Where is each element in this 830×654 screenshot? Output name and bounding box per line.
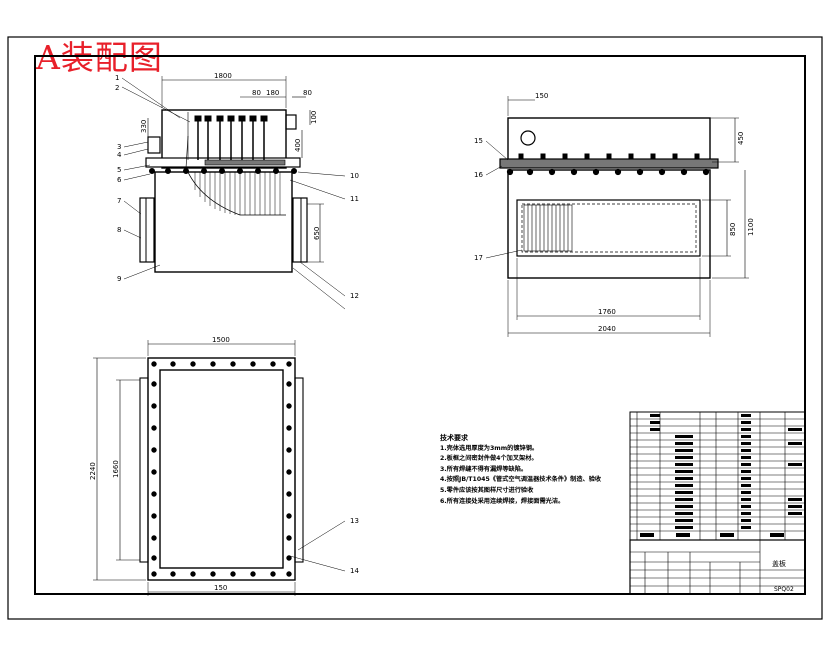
- technical-requirements: 技术要求 1.壳体选用厚度为3mm的镀锌钢。 2.板框之间密封件做4个加叉架材。…: [440, 433, 601, 507]
- dim-plan-bottom-width: 150: [214, 584, 227, 592]
- front-tube-heads: [194, 115, 268, 122]
- title-block: [629, 539, 806, 595]
- tech-item-5: 5.零件应该按其图样尺寸进行验收: [440, 486, 534, 494]
- side-pipe-circle: [520, 130, 536, 146]
- front-left-pipe: [147, 136, 161, 154]
- parts-list-marks: [640, 414, 802, 537]
- callout-12: 12: [350, 292, 359, 300]
- parts-list: [629, 411, 806, 541]
- dim-front-pitch-a: 80: [252, 89, 261, 97]
- plan-callouts: 13 14: [350, 517, 359, 575]
- tech-item-1: 1.壳体选用厚度为3mm的镀锌钢。: [440, 444, 539, 452]
- front-upper-box: [161, 109, 287, 169]
- plan-leaders: [289, 520, 346, 572]
- callout-6: 6: [117, 176, 122, 184]
- side-tube-heads: [518, 153, 700, 160]
- front-right-side-flange: [292, 197, 308, 263]
- plan-dim-texts: 1500 2240 1660 150: [89, 336, 230, 592]
- front-callouts: 1 2 3 4 5 6 7 8 9 10 11 12: [115, 74, 359, 300]
- front-left-side-flange: [139, 197, 155, 263]
- side-dim-texts: 150 450 850 1100 1760 2040: [535, 92, 755, 333]
- side-main-body: [507, 169, 711, 279]
- side-flange-bolts: [506, 168, 710, 176]
- front-flange-hatch: [204, 159, 286, 166]
- front-tubes: [197, 120, 265, 160]
- callout-13: 13: [350, 517, 359, 525]
- dim-side-total-width: 2040: [598, 325, 616, 333]
- callout-11: 11: [350, 195, 359, 203]
- callout-10: 10: [350, 172, 359, 180]
- drawing-title: A装配图: [36, 38, 163, 77]
- front-main-body: [154, 171, 293, 273]
- front-internal-plates: [194, 172, 281, 215]
- dim-front-side-height: 650: [313, 227, 321, 240]
- dim-front-pitch-b: 180: [266, 89, 279, 97]
- tech-item-4: 4.按照JB/T1045《管式空气调温器技术条件》制造、验收: [440, 476, 602, 484]
- callout-8: 8: [117, 226, 121, 234]
- callout-16: 16: [474, 171, 483, 179]
- plan-outer-frame: [147, 357, 296, 581]
- tech-item-6: 6.所有连接处采用连续焊接，焊接面需光洁。: [440, 497, 565, 505]
- tech-item-3: 3.所有焊缝不得有漏焊等缺陷。: [440, 465, 528, 473]
- plan-right-side-plate: [294, 377, 304, 563]
- callout-7: 7: [117, 197, 121, 205]
- inner-border: [34, 55, 806, 595]
- side-fin-pack: [523, 204, 573, 252]
- dim-front-top-width: 1800: [214, 72, 232, 80]
- callout-2: 2: [115, 84, 119, 92]
- plan-view: [93, 340, 346, 596]
- dim-front-right-offset: 80: [303, 89, 312, 97]
- side-inner-frame-dashed: [521, 203, 697, 253]
- side-flange-bar: [499, 158, 719, 169]
- dim-side-upper-height: 450: [737, 132, 745, 145]
- front-view: [121, 76, 346, 310]
- outer-border: [7, 36, 823, 620]
- dim-side-top-offset: 150: [535, 92, 548, 100]
- dim-front-left-height: 330: [140, 120, 148, 133]
- callout-17: 17: [474, 254, 483, 262]
- plan-bolts: [151, 361, 292, 577]
- side-inner-frame: [516, 199, 701, 257]
- callout-1: 1: [115, 74, 119, 82]
- dim-side-total-height: 1100: [747, 218, 755, 236]
- callout-5: 5: [117, 166, 121, 174]
- front-right-pipe: [285, 114, 297, 130]
- front-leaders: [121, 77, 346, 310]
- plan-left-side-plate: [139, 377, 149, 563]
- front-flange-bolts: [149, 168, 297, 174]
- dim-plan-inner-height: 1660: [112, 460, 120, 478]
- title-block-part-name: 盖板: [772, 559, 786, 568]
- callout-15: 15: [474, 137, 483, 145]
- front-section-curve: [185, 167, 286, 216]
- tech-heading: 技术要求: [440, 434, 468, 442]
- dim-plan-top-width: 1500: [212, 336, 230, 344]
- dim-plan-total-height: 2240: [89, 462, 97, 480]
- side-view: [485, 96, 749, 337]
- front-dim-texts: 1800 80 180 80 100 330 400 650: [140, 72, 321, 240]
- callout-14: 14: [350, 567, 359, 575]
- plan-inner-frame: [159, 369, 284, 569]
- tech-item-2: 2.板框之间密封件做4个加叉架材。: [440, 455, 538, 463]
- callout-3: 3: [117, 143, 121, 151]
- callout-9: 9: [117, 275, 121, 283]
- dim-front-pipe-height: 400: [294, 139, 302, 152]
- callout-4: 4: [117, 151, 122, 159]
- title-block-drawing-no: SPQ02: [774, 586, 794, 593]
- dim-side-inner-height: 850: [729, 223, 737, 236]
- side-leaders: [485, 140, 523, 259]
- side-callouts: 15 16 17: [474, 137, 483, 262]
- dim-front-right-height: 100: [310, 111, 318, 124]
- dim-side-inner-width: 1760: [598, 308, 616, 316]
